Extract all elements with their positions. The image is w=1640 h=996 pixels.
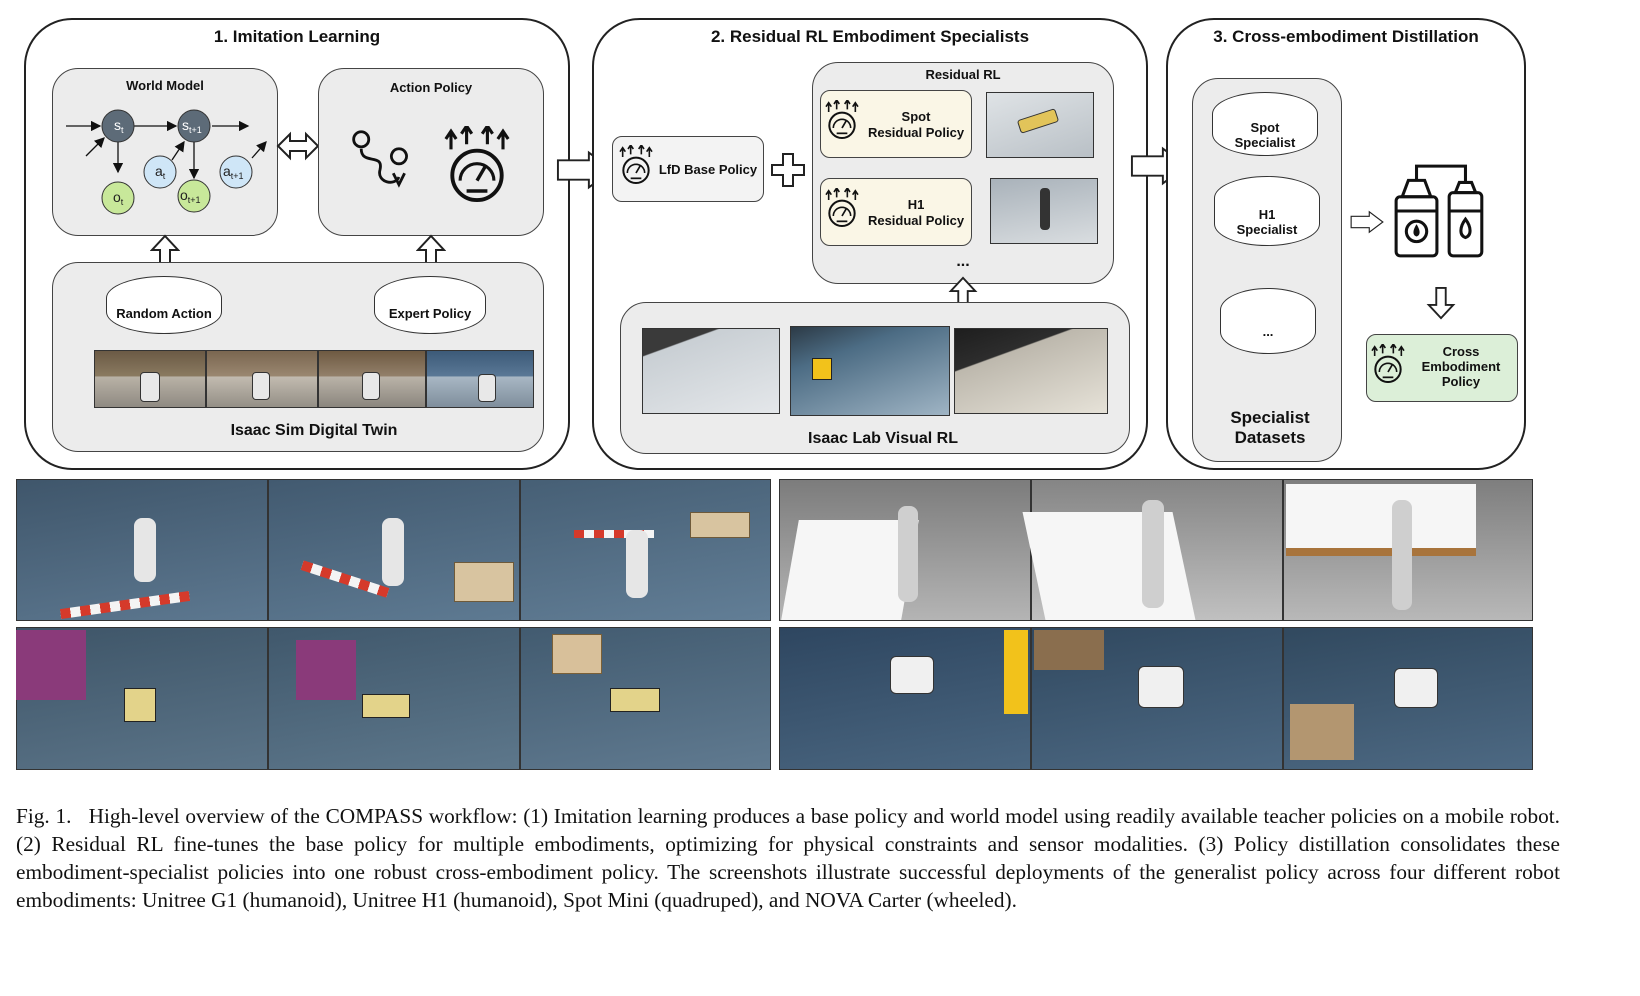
figure-caption: Fig. 1. High-level overview of the COMPA… — [16, 802, 1560, 914]
isaac-lab-scene-image — [642, 328, 780, 414]
h1-specialist-line1: H1 — [1258, 207, 1276, 222]
action-policy-label: Action Policy — [389, 80, 473, 95]
carter-robot-figure — [1394, 668, 1438, 708]
digital-twin-label: Isaac Sim Digital Twin — [230, 422, 398, 439]
node-ot1: ot+1 — [180, 187, 201, 205]
bidirectional-arrow — [276, 131, 320, 161]
robot-figure — [478, 374, 496, 402]
humanoid-figure — [1392, 500, 1412, 610]
specialist-datasets-line1: Specialist — [1230, 408, 1310, 427]
gauge-icon — [822, 188, 862, 228]
spot-specialist-line2: Specialist — [1234, 135, 1296, 150]
crate — [552, 634, 602, 674]
more-policies-ellipsis: ... — [956, 253, 970, 270]
lfd-base-policy-label: LfD Base Policy — [658, 162, 758, 177]
white-platform — [1022, 512, 1196, 620]
gauge-icon — [616, 145, 656, 185]
h1-robot-figure — [1040, 188, 1050, 230]
visual-rl-label: Isaac Lab Visual RL — [808, 430, 958, 447]
humanoid-figure — [1142, 500, 1164, 608]
cross-policy-line3: Policy — [1441, 374, 1481, 389]
pallet — [690, 512, 750, 538]
node-ot: ot — [113, 189, 124, 207]
white-platform — [1286, 484, 1476, 556]
h1-policy-line1: H1 — [907, 197, 925, 212]
node-st: st — [114, 117, 124, 135]
expert-policy-cylinder — [374, 276, 486, 334]
figure-label: Fig. 1. — [16, 804, 72, 828]
plus-icon — [771, 153, 805, 187]
pallet — [1034, 630, 1104, 670]
world-model-label: World Model — [126, 78, 204, 93]
robot-figure — [362, 372, 380, 400]
random-action-label: Random Action — [116, 306, 212, 321]
imitation-learning-title: 1. Imitation Learning — [213, 27, 381, 46]
carter-robot-figure — [1138, 666, 1184, 708]
h1-policy-line2: Residual Policy — [867, 213, 965, 228]
h1-specialist-line2: Specialist — [1236, 222, 1298, 237]
humanoid-figure — [382, 518, 404, 586]
h1-specialist-cylinder — [1214, 176, 1320, 246]
specialist-datasets-line2: Datasets — [1234, 428, 1306, 447]
humanoid-figure — [626, 530, 648, 598]
spot-specialist-cylinder — [1212, 92, 1318, 156]
forklift-part — [1004, 630, 1028, 714]
distillation-still-icon — [1394, 164, 1484, 258]
quadruped-figure — [362, 694, 410, 718]
hazard-stripe — [574, 530, 654, 538]
quadruped-figure — [124, 688, 156, 722]
robot-figure — [252, 372, 270, 400]
humanoid-figure — [898, 506, 918, 602]
action-policy-box — [318, 68, 544, 236]
random-action-cylinder — [106, 276, 222, 334]
expert-policy-label: Expert Policy — [388, 306, 472, 321]
gauge-icon — [1368, 344, 1408, 384]
node-st1: st+1 — [182, 117, 202, 135]
world-model-graph: st st+1 ot ot+1 at at+1 — [66, 109, 267, 215]
forklift-figure — [812, 358, 832, 380]
spot-policy-line2: Residual Policy — [867, 125, 965, 140]
crate-stack — [296, 640, 356, 700]
cross-policy-line1: Cross — [1442, 344, 1480, 359]
crate-stack — [16, 630, 86, 700]
carter-robot-figure — [890, 656, 934, 694]
more-specialist-dots: ... — [1262, 324, 1274, 339]
cross-policy-line2: Embodiment — [1421, 359, 1501, 374]
gauge-icon — [438, 126, 516, 204]
node-at1: at+1 — [223, 163, 244, 181]
down-arrow-icon — [1426, 286, 1456, 320]
spot-policy-line1: Spot — [901, 109, 931, 124]
carter-deployment-image — [779, 627, 1031, 770]
more-specialist-cylinder — [1220, 288, 1316, 354]
path-icon — [348, 128, 414, 194]
gauge-icon — [822, 100, 862, 140]
residual-rl-label: Residual RL — [925, 67, 1001, 82]
distillation-title: 3. Cross-embodiment Distillation — [1213, 27, 1479, 46]
pallet — [454, 562, 514, 602]
pallet — [1290, 704, 1354, 760]
robot-figure — [140, 372, 160, 402]
quadruped-figure — [610, 688, 660, 712]
residual-rl-title: 2. Residual RL Embodiment Specialists — [710, 27, 1030, 46]
right-arrow-icon — [1350, 210, 1384, 234]
spot-specialist-line1: Spot — [1250, 120, 1280, 135]
isaac-lab-scene-image — [954, 328, 1108, 414]
figure-caption-text: High-level overview of the COMPASS workf… — [16, 804, 1560, 912]
node-at: at — [155, 163, 166, 181]
humanoid-figure — [134, 518, 156, 582]
